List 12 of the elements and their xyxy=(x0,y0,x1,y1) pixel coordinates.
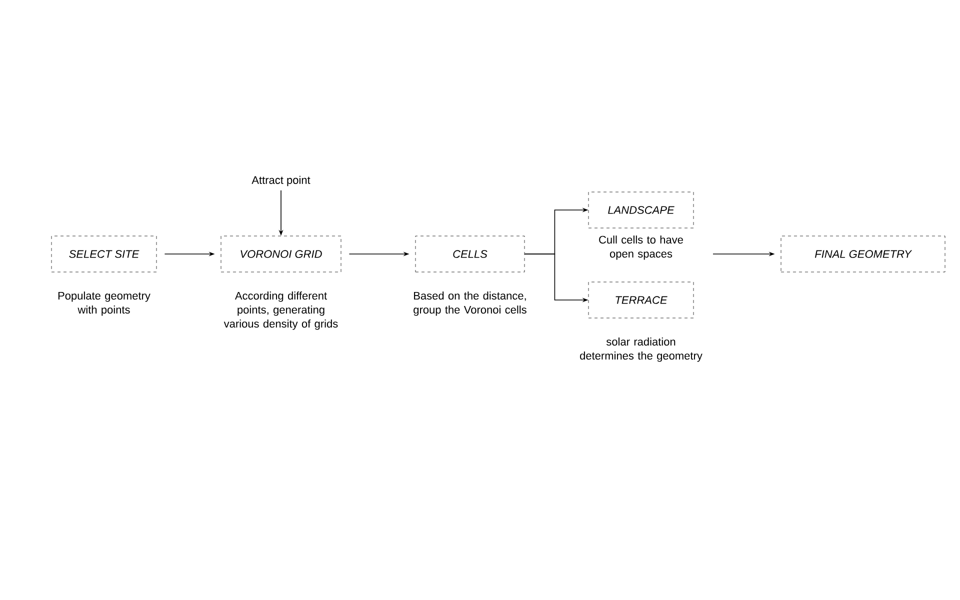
process-box: LANDSCAPE xyxy=(588,192,694,228)
description-text: Based on the distance, group the Voronoi cells xyxy=(414,292,526,316)
process-box: TERRACE xyxy=(588,282,694,318)
process-box: SELECT SITE xyxy=(51,236,157,272)
process-box: FINAL GEOMETRY xyxy=(780,236,946,272)
input-label: Attract point xyxy=(252,176,310,186)
description-text: Cull cells to have open spaces xyxy=(599,236,683,260)
process-box: VORONOI GRID xyxy=(220,236,342,272)
process-box: CELLS xyxy=(415,236,525,272)
description-text: According different points, generating various density of grids xyxy=(224,292,338,330)
description-text: Populate geometry with points xyxy=(58,292,150,316)
description-text: solar radiation determines the geometry xyxy=(580,338,702,362)
